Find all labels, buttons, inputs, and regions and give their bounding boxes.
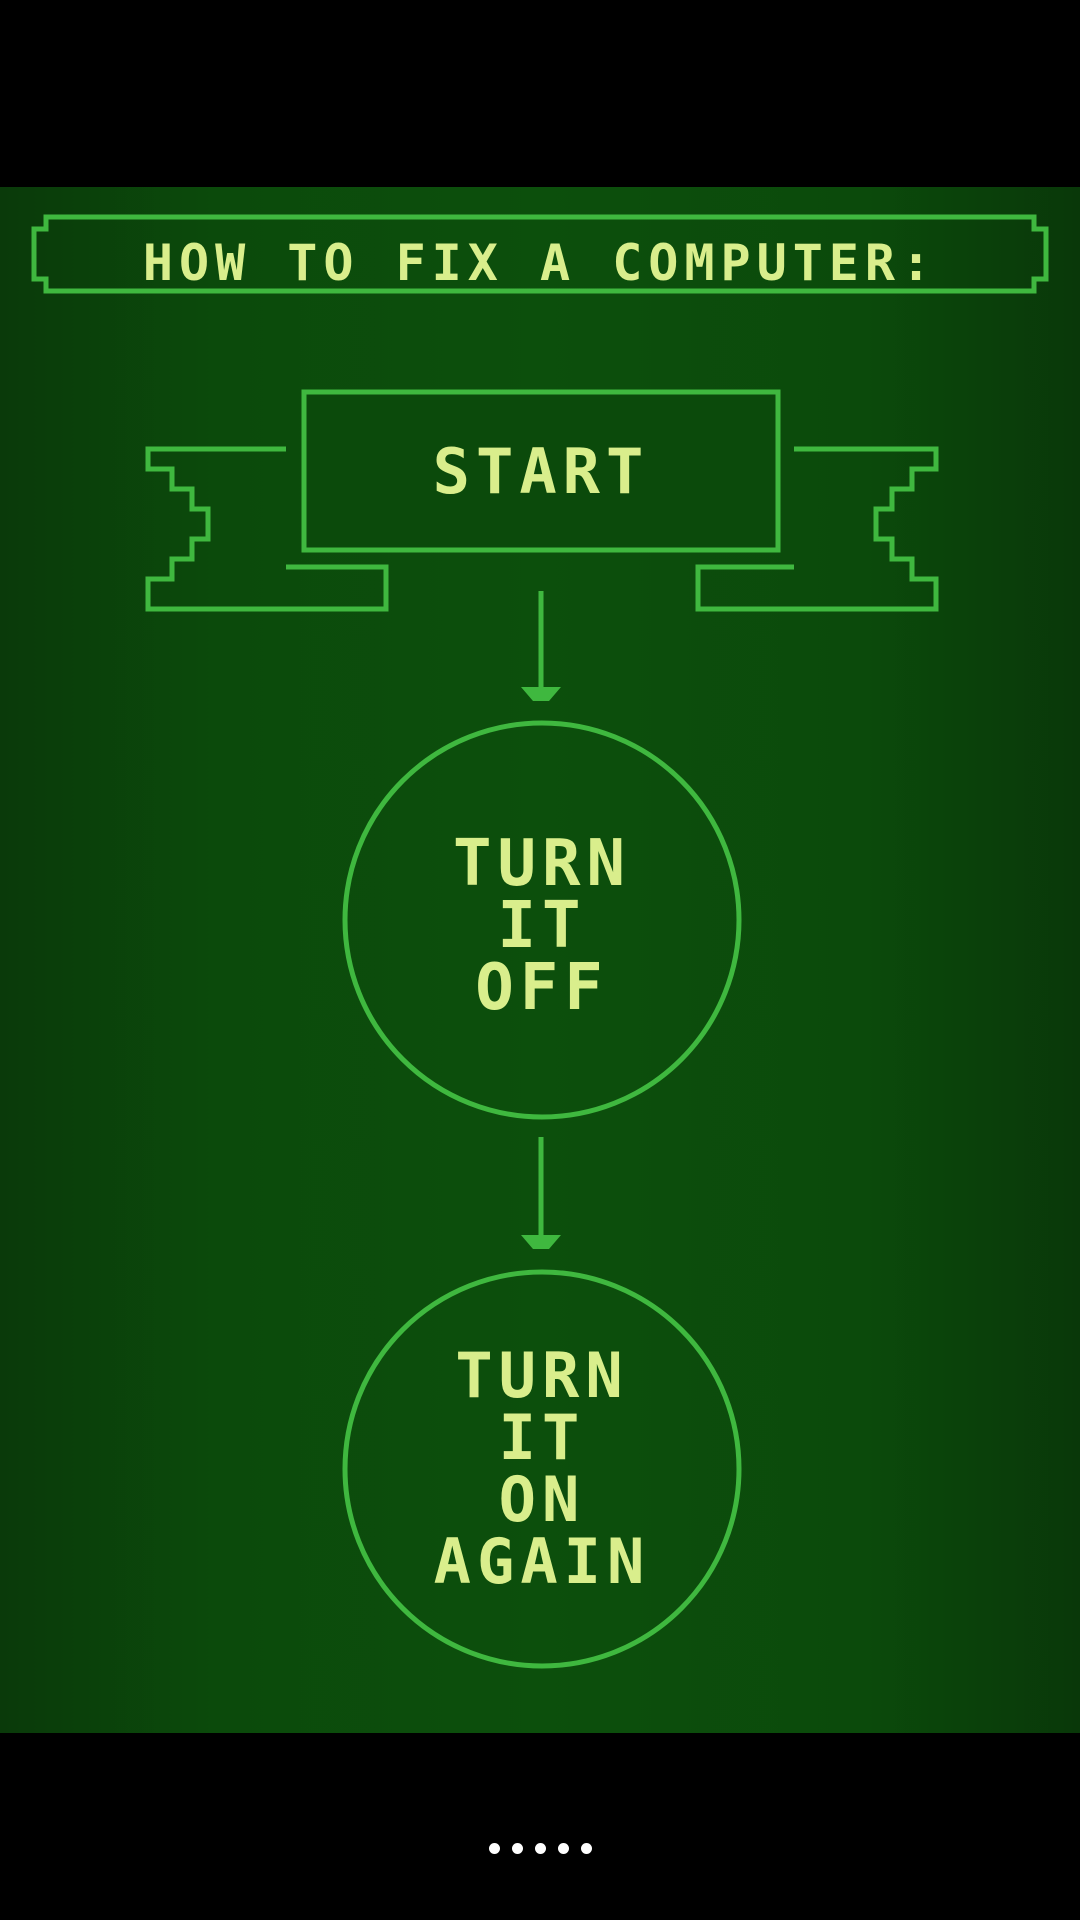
arrow-off-to-on	[521, 1137, 561, 1249]
arrow-start-to-off	[521, 591, 561, 701]
title-banner-frame	[31, 214, 1049, 294]
step-turn-it-on-again: TURN IT ON AGAIN	[342, 1269, 742, 1669]
step-turn-it-on-again-line4: AGAIN	[434, 1525, 651, 1598]
step-turn-it-on-again-line2: IT	[499, 1401, 586, 1474]
arrow-head	[521, 687, 561, 701]
page-dot-3[interactable]	[534, 1842, 546, 1854]
page-dot-5[interactable]	[580, 1842, 592, 1854]
page-indicator	[0, 1836, 1080, 1860]
step-turn-it-on-again-circle	[342, 1269, 742, 1669]
start-label: START	[433, 435, 650, 508]
flowchart-diagram: HOW TO FIX A COMPUTER: START TURN IT OFF	[31, 214, 1049, 1669]
step-turn-it-off-line3: OFF	[475, 951, 609, 1025]
page-dot-1[interactable]	[488, 1842, 500, 1854]
arrow-head	[521, 1235, 561, 1249]
step-turn-it-off-line1: TURN	[453, 827, 631, 901]
title-banner: HOW TO FIX A COMPUTER:	[31, 214, 1049, 294]
start-box	[301, 389, 781, 553]
step-turn-it-on-again-line1: TURN	[455, 1339, 628, 1412]
ribbon-right-tail	[695, 446, 939, 612]
start-ribbon: START	[145, 389, 939, 612]
page-dot-2[interactable]	[511, 1842, 523, 1854]
step-turn-it-off: TURN IT OFF	[342, 720, 742, 1120]
flowchart-title: HOW TO FIX A COMPUTER:	[143, 234, 937, 292]
step-turn-it-on-again-line3: ON	[499, 1463, 586, 1536]
image-content[interactable]: HOW TO FIX A COMPUTER: START TURN IT OFF	[0, 187, 1080, 1733]
ribbon-left-tail	[145, 446, 389, 612]
step-turn-it-off-line2: IT	[497, 889, 586, 963]
step-turn-it-off-circle	[342, 720, 742, 1120]
page-dot-4[interactable]	[557, 1842, 569, 1854]
